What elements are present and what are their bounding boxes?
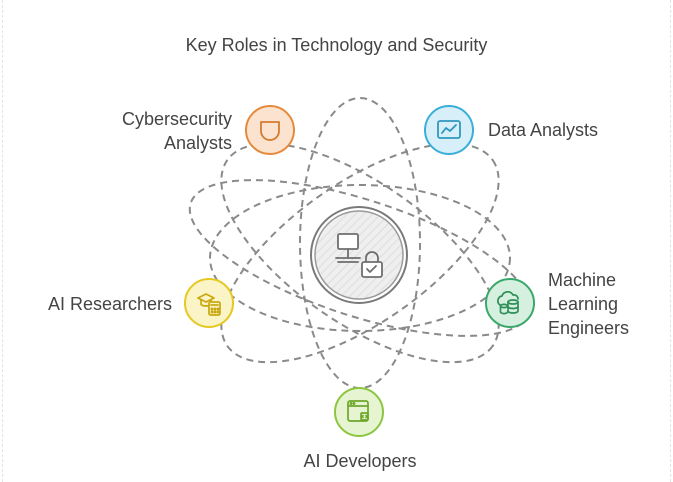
orbit-diagonal-b [220,142,500,364]
node-ml-engineers [485,278,535,328]
node-ai-developers [334,387,384,437]
orbit-horizontal [209,184,511,332]
label-line: Machine [548,270,617,290]
node-cybersecurity [245,105,295,155]
browser-code-icon [347,400,369,422]
node-data-analysts [424,105,474,155]
computer-lock-icon [335,233,383,278]
label-line: Analysts [163,133,232,153]
graduation-calculator-icon [197,293,221,316]
label-ml-engineers: Machine Learning Engineers [548,268,629,340]
node-ai-researchers [184,278,234,328]
label-line: AI Developers [303,451,417,471]
label-data-analysts: Data Analysts [488,118,598,142]
frame-left-border [2,0,3,482]
orbit-vertical [299,97,421,389]
chart-monitor-icon [437,120,461,139]
label-cybersecurity-analysts: Cybersecurity Analysts [122,107,232,155]
orbit-diagonal-a [220,142,500,364]
label-line: Data Analysts [488,120,599,140]
label-ai-researchers: AI Researchers [48,292,172,316]
label-line: AI Researchers [47,294,172,314]
center-node [310,206,408,304]
label-line: Cybersecurity [121,109,232,129]
label-ai-developers: AI Developers [0,449,673,473]
label-line: Learning [548,294,619,314]
frame-right-border [670,0,671,482]
label-line: Engineers [548,318,630,338]
cloud-database-icon [497,291,519,315]
diagram-title: Key Roles in Technology and Security [185,35,488,55]
shield-icon [260,121,280,141]
